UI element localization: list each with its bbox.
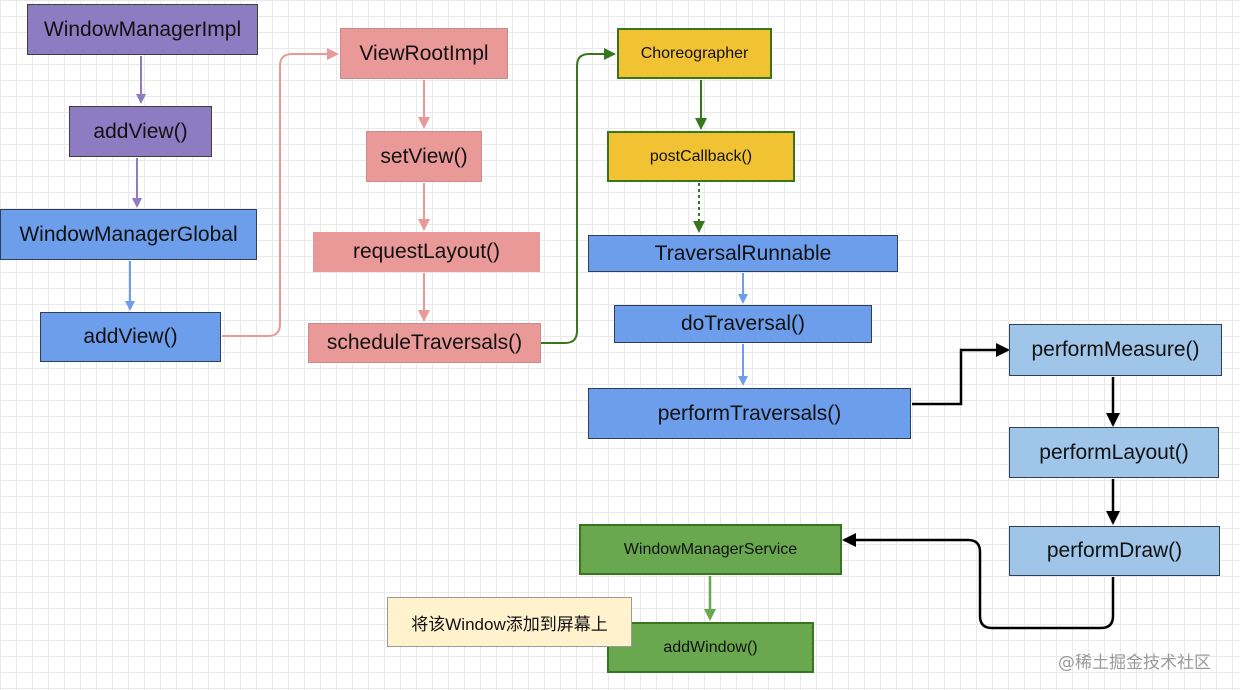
edge-performtraversals-to-measure [912,343,1010,406]
post-callback-node[interactable]: postCallback() [607,131,795,182]
edge-schedule-to-choreographer [541,48,616,344]
perform-traversals-node[interactable]: performTraversals() [588,388,911,439]
perform-layout-node[interactable]: performLayout() [1009,427,1219,478]
add-window-node[interactable]: addWindow() [607,622,814,673]
global-add-view-node[interactable]: addView() [40,312,221,362]
view-root-impl-node[interactable]: ViewRootImpl [340,28,508,79]
set-view-node[interactable]: setView() [366,131,482,182]
window-manager-global-node[interactable]: WindowManagerGlobal [0,209,257,260]
edge-addview-to-viewrootimpl [222,48,339,337]
request-layout-node[interactable]: requestLayout() [313,232,540,272]
perform-measure-node[interactable]: performMeasure() [1009,324,1222,376]
traversal-runnable-node[interactable]: TraversalRunnable [588,235,898,272]
edge-draw-to-wms [842,533,1115,630]
choreographer-node[interactable]: Choreographer [617,28,772,79]
impl-add-view-node[interactable]: addView() [69,106,212,157]
window-manager-impl-node[interactable]: WindowManagerImpl [27,4,258,55]
window-manager-service-node[interactable]: WindowManagerService [579,524,842,575]
note-add-window-to-screen: 将该Window添加到屏幕上 [387,597,632,647]
do-traversal-node[interactable]: doTraversal() [614,305,872,343]
watermark: @稀土掘金技术社区 [1058,653,1211,673]
schedule-traversals-node[interactable]: scheduleTraversals() [308,323,541,363]
perform-draw-node[interactable]: performDraw() [1009,526,1220,576]
